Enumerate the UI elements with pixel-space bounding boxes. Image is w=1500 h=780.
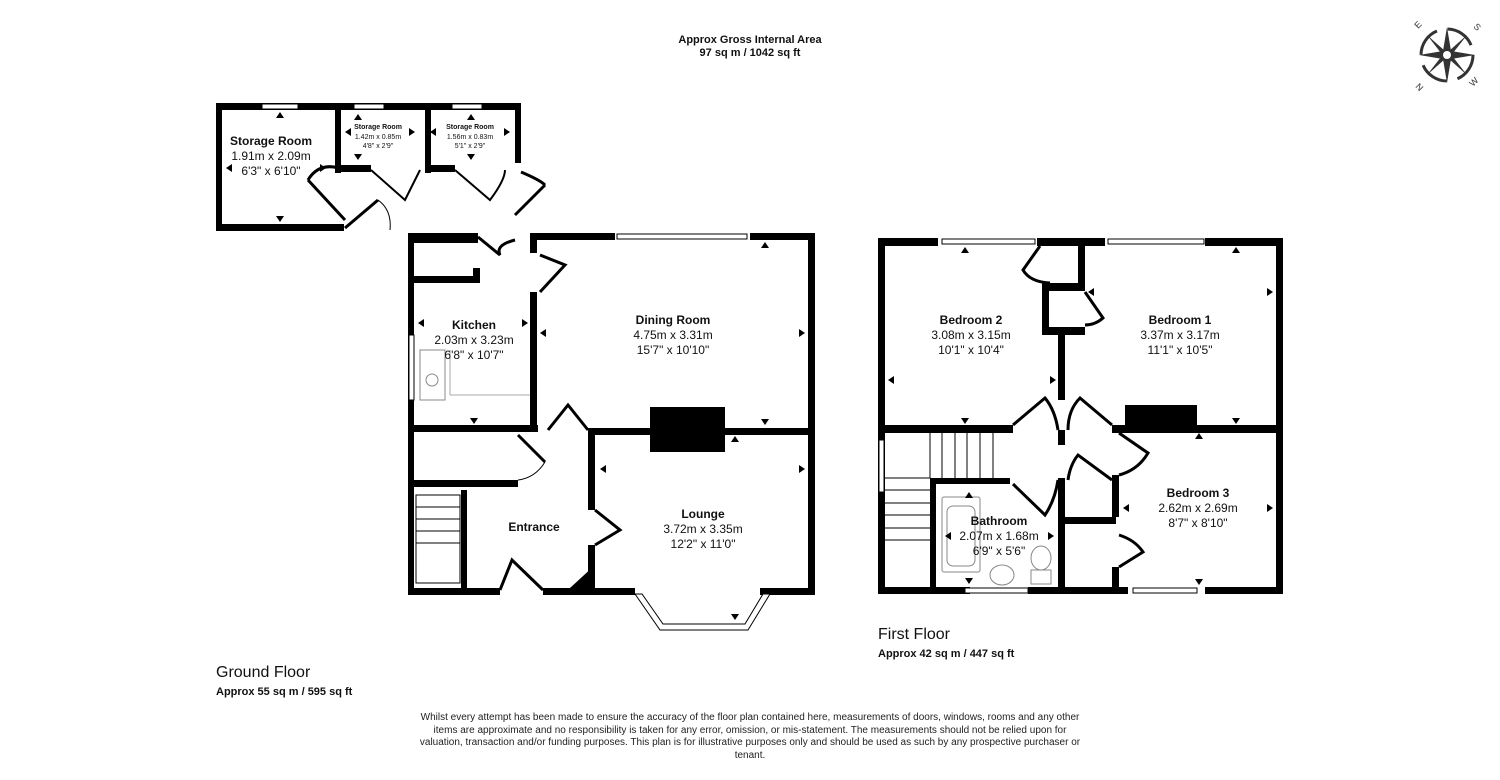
svg-text:N: N [1414, 81, 1426, 93]
ground-floor-fixtures [261, 103, 771, 631]
measurement-markers [226, 112, 1273, 620]
svg-text:1.56m x 0.83m: 1.56m x 0.83m [447, 134, 493, 141]
svg-text:6'9" x 5'6": 6'9" x 5'6" [973, 544, 1025, 558]
gross-area-heading: Approx Gross Internal Area 97 sq m / 104… [600, 34, 900, 60]
floor-plan-drawing: Storage Room 1.91m x 2.09m 6'3" x 6'10" … [216, 103, 1283, 631]
svg-text:4'8" x 2'9": 4'8" x 2'9" [363, 143, 394, 150]
svg-text:15'7" x 10'10": 15'7" x 10'10" [637, 343, 710, 357]
svg-text:5'1" x 2'9": 5'1" x 2'9" [455, 143, 486, 150]
svg-text:4.75m x 3.31m: 4.75m x 3.31m [633, 328, 712, 342]
svg-text:E: E [1412, 19, 1423, 30]
svg-text:2.07m x 1.68m: 2.07m x 1.68m [959, 529, 1038, 543]
svg-text:3.72m x 3.35m: 3.72m x 3.35m [663, 522, 742, 536]
svg-text:2.62m x 2.69m: 2.62m x 2.69m [1158, 501, 1237, 515]
svg-text:3.37m x 3.17m: 3.37m x 3.17m [1140, 328, 1219, 342]
svg-text:1.91m x 2.09m: 1.91m x 2.09m [231, 149, 310, 163]
svg-text:Lounge: Lounge [681, 507, 725, 521]
svg-text:8'7" x 8'10": 8'7" x 8'10" [1168, 516, 1227, 530]
first-floor-fixtures [878, 238, 1205, 594]
svg-text:Storage Room: Storage Room [354, 124, 402, 131]
svg-text:11'1" x 10'5": 11'1" x 10'5" [1148, 343, 1213, 357]
gross-area-title: Approx Gross Internal Area [678, 34, 822, 46]
svg-text:12'2" x 11'0": 12'2" x 11'0" [671, 537, 736, 551]
svg-text:Bedroom 3: Bedroom 3 [1167, 486, 1230, 500]
room-labels: Storage Room 1.91m x 2.09m 6'3" x 6'10" … [230, 124, 1238, 558]
svg-text:Bedroom 1: Bedroom 1 [1149, 313, 1212, 327]
svg-text:Bedroom 2: Bedroom 2 [940, 313, 1003, 327]
first-floor-area: Approx 42 sq m / 447 sq ft [878, 648, 1015, 660]
first-floor-caption: First Floor Approx 42 sq m / 447 sq ft [878, 626, 1014, 660]
room-name: Storage Room [230, 134, 312, 148]
compass-rose-icon: E S N W [1412, 19, 1483, 93]
svg-text:Entrance: Entrance [508, 520, 560, 534]
svg-text:6'3" x 6'10": 6'3" x 6'10" [241, 164, 300, 178]
svg-text:10'1" x 10'4": 10'1" x 10'4" [938, 343, 1004, 357]
disclaimer-text: Whilst every attempt has been made to en… [419, 712, 1081, 761]
ground-floor-name: Ground Floor [216, 664, 311, 681]
ground-floor-walls [216, 103, 815, 595]
svg-text:Kitchen: Kitchen [452, 318, 496, 332]
svg-text:Dining Room: Dining Room [636, 313, 711, 327]
svg-text:3.08m x 3.15m: 3.08m x 3.15m [931, 328, 1010, 342]
ground-floor-area: Approx 55 sq m / 595 sq ft [216, 686, 353, 698]
svg-text:Bathroom: Bathroom [971, 514, 1028, 528]
first-floor-walls [878, 238, 1283, 594]
svg-text:2.03m x 3.23m: 2.03m x 3.23m [434, 333, 513, 347]
svg-text:1.42m x 0.85m: 1.42m x 0.85m [355, 134, 401, 141]
svg-text:S: S [1472, 21, 1483, 32]
svg-text:6'8" x 10'7": 6'8" x 10'7" [444, 348, 503, 362]
svg-text:Storage Room: Storage Room [446, 124, 494, 131]
ground-floor-caption: Ground Floor Approx 55 sq m / 595 sq ft [216, 664, 352, 698]
first-floor-name: First Floor [878, 626, 950, 643]
gross-area-value: 97 sq m / 1042 sq ft [699, 47, 801, 59]
